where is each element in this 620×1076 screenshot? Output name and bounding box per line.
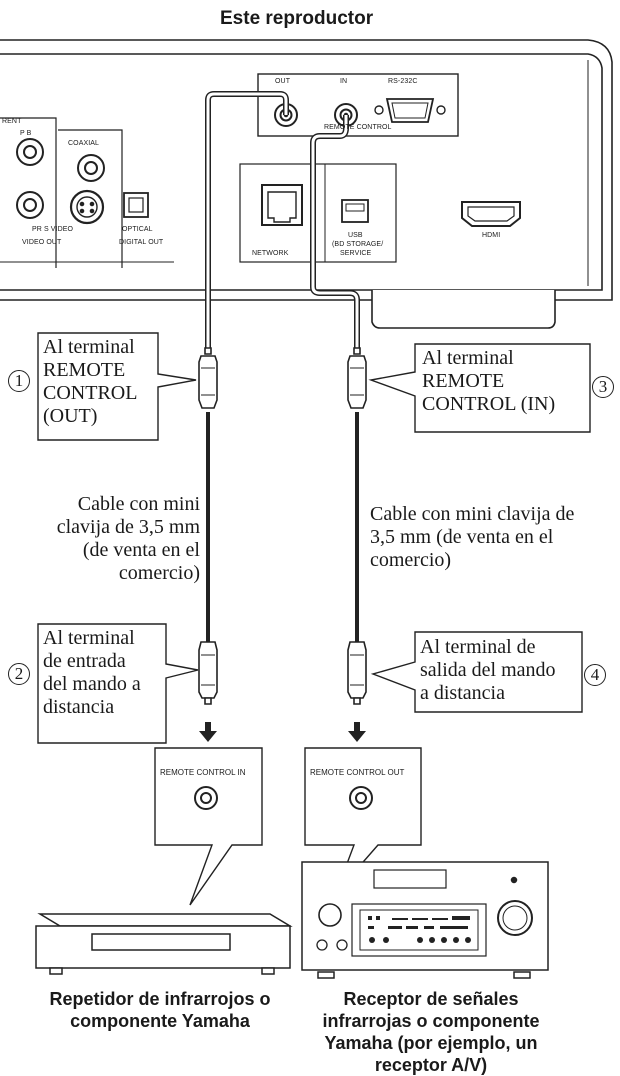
label-video-out: VIDEO OUT — [22, 239, 62, 246]
av-receiver-device — [301, 861, 549, 979]
panel-connectors — [16, 98, 521, 227]
cable-right — [310, 115, 360, 642]
callout-2-line: del mando a — [43, 673, 141, 695]
label-hdmi: HDMI — [482, 232, 501, 239]
caption-right-line: Receptor de señales — [343, 989, 519, 1009]
callout-4-line: a distancia — [420, 682, 505, 704]
label-pb: P B — [20, 130, 32, 137]
cable-label-left-line: comercio) — [118, 562, 200, 584]
av-receiver-controls — [368, 916, 471, 943]
cable-label-right: Cable con mini clavija de 3,5 mm (de ven… — [370, 503, 574, 572]
label-usb-service: SERVICE — [340, 250, 372, 257]
caption-left-line: Repetidor de infrarrojos o — [49, 989, 271, 1009]
label-rent: RENT — [2, 118, 22, 125]
mini-plugs — [198, 347, 367, 705]
ir-repeater-device — [35, 913, 293, 975]
label-usb: USB — [348, 232, 363, 239]
caption-right-line: Yamaha (por ejemplo, un — [324, 1033, 538, 1053]
cable-left — [205, 91, 289, 642]
cable-label-right-line: 3,5 mm (de venta en el — [370, 526, 554, 548]
cable-label-left: Cable con mini clavija de 3,5 mm (de ven… — [30, 493, 200, 585]
cable-label-right-line: comercio) — [370, 549, 452, 571]
caption-right-line: infrarrojas o componente — [322, 1011, 540, 1031]
cable-label-left-line: clavija de 3,5 mm — [56, 516, 200, 538]
cable-label-left-line: (de venta en el — [82, 539, 200, 561]
arrows-down — [199, 722, 366, 742]
label-out: OUT — [275, 78, 291, 85]
callout-number-4: 4 — [584, 664, 606, 686]
cable-label-right-line: Cable con mini clavija de — [370, 503, 575, 525]
callout-1-line: (OUT) — [43, 405, 98, 427]
caption-right-line: receptor A/V) — [374, 1055, 488, 1075]
callout-number-1: 1 — [8, 370, 30, 392]
jack-label-remote-control-out: REMOTE CONTROL OUT — [310, 768, 405, 777]
callout-1-line: REMOTE — [43, 359, 126, 381]
callout-2-line: Al terminal — [43, 627, 135, 649]
callout-number-3: 3 — [592, 376, 614, 398]
player-rear-panel — [0, 39, 613, 329]
jack-label-remote-control-in: REMOTE CONTROL IN — [160, 768, 246, 777]
callout-4-text: Al terminal de salida del mando a distan… — [420, 636, 556, 705]
label-digital-out: DIGITAL OUT — [119, 239, 164, 246]
page-title: Este reproductor — [220, 8, 374, 29]
cable-label-left-line: Cable con mini — [77, 493, 200, 515]
callout-2-line: distancia — [43, 696, 115, 718]
callout-2-line: de entrada — [43, 650, 126, 672]
label-pr-s-video: PR S VIDEO — [32, 226, 74, 233]
label-network: NETWORK — [252, 250, 289, 257]
callout-boxes — [37, 332, 591, 744]
callout-2-text: Al terminal de entrada del mando a dista… — [43, 627, 141, 719]
caption-left-device: Repetidor de infrarrojos o componente Ya… — [10, 988, 310, 1032]
callout-1-line: Al terminal — [43, 336, 135, 358]
caption-left-line: componente Yamaha — [70, 1011, 250, 1031]
label-coaxial: COAXIAL — [68, 140, 100, 147]
label-rs232c: RS-232C — [388, 78, 418, 85]
callout-number-2: 2 — [8, 663, 30, 685]
callout-1-text: Al terminal REMOTE CONTROL (OUT) — [43, 336, 137, 428]
callout-3-line: Al terminal — [422, 347, 514, 369]
callout-4-line: salida del mando — [420, 659, 556, 681]
label-remote-control: REMOTE CONTROL — [324, 124, 392, 131]
callout-4-line: Al terminal de — [420, 636, 536, 658]
callout-3-line: CONTROL (IN) — [422, 393, 556, 415]
caption-right-device: Receptor de señales infrarrojas o compon… — [296, 988, 566, 1076]
callout-1-line: CONTROL — [43, 382, 138, 404]
label-in: IN — [340, 78, 348, 85]
callout-3-line: REMOTE — [422, 370, 505, 392]
jack-bubbles — [154, 747, 422, 906]
label-usb-storage: (BD STORAGE/ — [332, 241, 384, 248]
label-optical: OPTICAL — [122, 226, 153, 233]
callout-3-text: Al terminal REMOTE CONTROL (IN) — [422, 347, 555, 416]
